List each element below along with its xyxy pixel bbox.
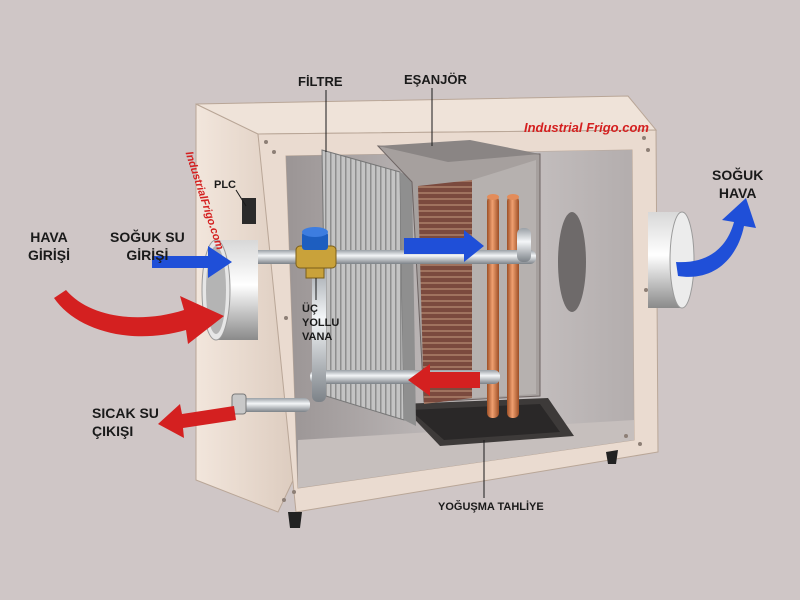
cold-water-pipe-arrow bbox=[404, 230, 484, 262]
hot-water-return-arrow bbox=[408, 364, 480, 396]
condensate-drain-label: YOĞUŞMA TAHLİYE bbox=[438, 501, 544, 513]
cabinet-foot-right bbox=[606, 450, 618, 464]
exchanger-label: EŞANJÖR bbox=[404, 72, 467, 87]
air-inlet-arrow bbox=[54, 290, 224, 344]
frame-screws bbox=[264, 136, 650, 502]
hot-water-outlet-arrow bbox=[158, 404, 236, 438]
outlet-opening bbox=[558, 212, 586, 312]
heat-exchanger bbox=[376, 140, 541, 404]
leader-lines bbox=[235, 88, 485, 498]
cabinet-foot-left bbox=[288, 512, 302, 528]
cold-air-outlet-arrow bbox=[676, 198, 756, 277]
brand-label-top: Industrial Frigo.com bbox=[524, 120, 649, 135]
air-inlet-label: HAVA GİRİŞİ bbox=[28, 229, 71, 263]
filter-label: FİLTRE bbox=[298, 74, 343, 89]
flow-arrows bbox=[54, 198, 756, 438]
condensate-tray bbox=[400, 398, 574, 446]
three-way-valve-label: ÜÇ YOLLU VANA bbox=[302, 303, 340, 343]
plc-label: PLC bbox=[214, 179, 236, 191]
cold-air-label: SOĞUK HAVA bbox=[712, 167, 764, 201]
hot-water-outlet-label: SICAK SU ÇIKIŞI bbox=[92, 405, 159, 439]
cold-water-inlet-arrow bbox=[152, 246, 232, 278]
outlet-duct bbox=[648, 211, 695, 309]
plc-unit bbox=[242, 198, 256, 224]
three-way-valve bbox=[295, 227, 337, 279]
filter-panel bbox=[321, 149, 416, 426]
cold-water-inlet-label: SOĞUK SU GİRİŞİ bbox=[110, 229, 185, 263]
